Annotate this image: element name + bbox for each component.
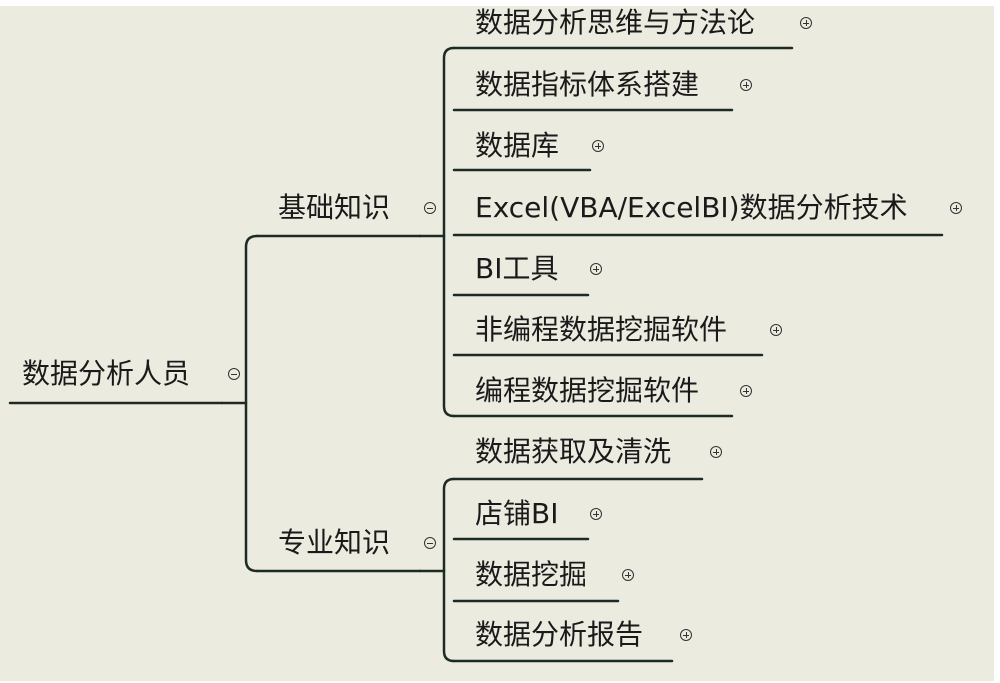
pro-bracket-vertical	[442, 477, 456, 663]
expand-toggle[interactable]	[622, 569, 634, 581]
trunk-connector	[244, 234, 259, 573]
root-collapse-toggle[interactable]	[228, 368, 240, 380]
expand-toggle[interactable]	[770, 324, 782, 336]
topic-node-label[interactable]: 数据分析思维与方法论	[475, 6, 756, 39]
topic-node-label[interactable]: 数据分析报告	[475, 618, 644, 651]
topic-node-label[interactable]: 数据指标体系搭建	[475, 68, 700, 101]
topic-node-label[interactable]: 店铺BI	[475, 497, 559, 530]
mindmap-background	[0, 6, 994, 681]
topic-node-label[interactable]: 数据库	[475, 129, 560, 162]
branch-basic-collapse-toggle[interactable]	[424, 202, 436, 214]
expand-toggle[interactable]	[710, 446, 722, 458]
expand-toggle[interactable]	[680, 629, 692, 641]
topic-node-label[interactable]: 非编程数据挖掘软件	[475, 313, 728, 346]
expand-toggle[interactable]	[950, 202, 962, 214]
topic-node-label[interactable]: 数据挖掘	[475, 558, 588, 591]
topic-node-label[interactable]: BI工具	[475, 252, 559, 285]
expand-toggle[interactable]	[740, 385, 752, 397]
expand-toggle[interactable]	[592, 140, 604, 152]
expand-toggle[interactable]	[740, 79, 752, 91]
topic-node-label[interactable]: 编程数据挖掘软件	[475, 374, 700, 407]
expand-toggle[interactable]	[800, 17, 812, 29]
branch-pro-label[interactable]: 专业知识	[278, 526, 391, 559]
branch-pro-collapse-toggle[interactable]	[424, 537, 436, 549]
topic-node-label[interactable]: Excel(VBA/ExcelBI)数据分析技术	[475, 191, 908, 224]
expand-toggle[interactable]	[590, 508, 602, 520]
basic-bracket-vertical	[442, 46, 456, 418]
branch-basic-label[interactable]: 基础知识	[278, 191, 391, 224]
expand-toggle[interactable]	[590, 263, 602, 275]
topic-node-label[interactable]: 数据获取及清洗	[475, 435, 672, 468]
root-node-label[interactable]: 数据分析人员	[22, 357, 191, 390]
